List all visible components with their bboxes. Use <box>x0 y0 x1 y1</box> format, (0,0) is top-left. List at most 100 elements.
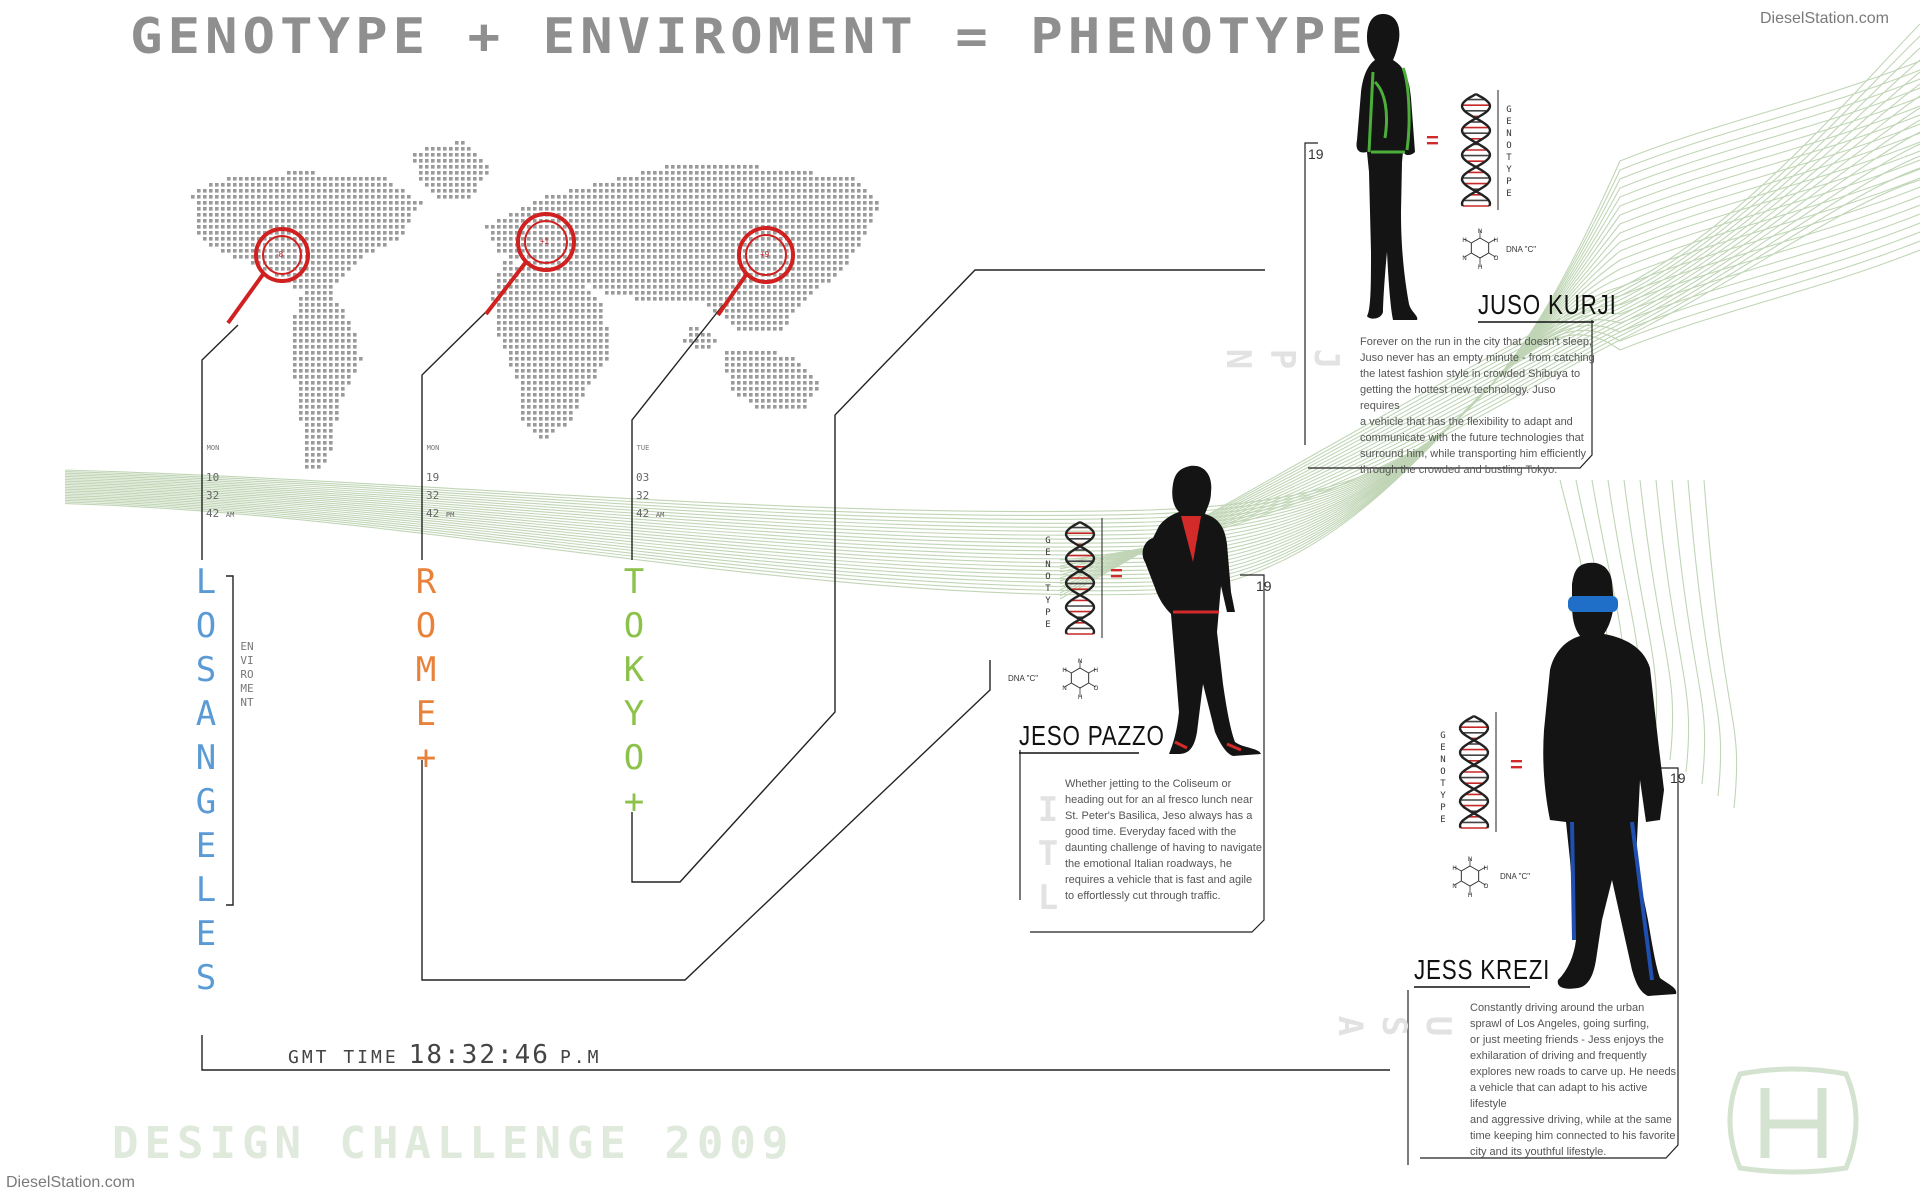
map-dot <box>305 441 309 445</box>
map-dot <box>311 411 315 415</box>
map-dot <box>599 267 603 271</box>
map-dot <box>293 363 297 367</box>
map-dot <box>647 261 651 265</box>
map-dot <box>743 291 747 295</box>
map-dot <box>209 237 213 241</box>
map-dot <box>449 165 453 169</box>
map-dot <box>611 279 615 283</box>
map-dot <box>677 267 681 271</box>
map-dot <box>737 267 741 271</box>
map-dot <box>827 273 831 277</box>
map-dot <box>569 375 573 379</box>
map-dot <box>557 321 561 325</box>
map-dot <box>809 387 813 391</box>
map-dot <box>569 351 573 355</box>
design-challenge-title: DESIGN CHALLENGE 2009 <box>112 1118 795 1169</box>
map-dot <box>821 231 825 235</box>
map-dot <box>749 165 753 169</box>
map-dot <box>521 321 525 325</box>
map-dot <box>521 411 525 415</box>
wave-line <box>1059 155 1920 567</box>
map-dot <box>755 267 759 271</box>
map-dot <box>605 237 609 241</box>
map-dot <box>623 231 627 235</box>
map-dot <box>305 225 309 229</box>
map-dot <box>743 363 747 367</box>
map-dot <box>377 243 381 247</box>
map-dot <box>809 225 813 229</box>
map-dot <box>335 249 339 253</box>
map-dot <box>257 195 261 199</box>
map-dot <box>737 351 741 355</box>
map-dot <box>569 387 573 391</box>
map-dot <box>773 375 777 379</box>
map-dot <box>485 165 489 169</box>
map-dot <box>323 291 327 295</box>
map-dot <box>761 297 765 301</box>
map-dot <box>311 423 315 427</box>
map-dot <box>809 219 813 223</box>
map-dot <box>443 159 447 163</box>
map-dot <box>509 237 513 241</box>
map-dot <box>563 333 567 337</box>
map-dot <box>329 207 333 211</box>
map-dot <box>767 261 771 265</box>
time-block-tokyo: TUE 03 32 42 AM <box>636 444 664 521</box>
map-dot <box>755 399 759 403</box>
map-dot <box>785 405 789 409</box>
map-dot <box>851 219 855 223</box>
map-dot <box>293 201 297 205</box>
map-dot <box>425 165 429 169</box>
map-dot <box>581 255 585 259</box>
map-dot <box>305 333 309 337</box>
map-dot <box>527 339 531 343</box>
map-dot <box>743 309 747 313</box>
map-dot <box>317 447 321 451</box>
map-dot <box>755 327 759 331</box>
map-dot <box>803 405 807 409</box>
map-dot <box>683 285 687 289</box>
map-dot <box>317 459 321 463</box>
map-dot <box>803 177 807 181</box>
map-dot <box>317 291 321 295</box>
map-dot <box>305 285 309 289</box>
map-dot <box>263 201 267 205</box>
map-dot <box>773 225 777 229</box>
map-dot <box>557 237 561 241</box>
map-dot <box>293 351 297 355</box>
map-dot <box>797 285 801 289</box>
map-dot <box>779 291 783 295</box>
map-dot <box>581 327 585 331</box>
map-dot <box>749 399 753 403</box>
map-dot <box>215 231 219 235</box>
map-dot <box>437 171 441 175</box>
map-dot <box>311 207 315 211</box>
equals-sign: = <box>1426 128 1439 153</box>
map-dot <box>287 195 291 199</box>
map-dot <box>791 309 795 313</box>
map-dot <box>755 351 759 355</box>
map-dot <box>347 339 351 343</box>
map-dot <box>545 351 549 355</box>
map-dot <box>761 255 765 259</box>
map-dot <box>359 225 363 229</box>
map-dot <box>521 249 525 253</box>
map-dot <box>581 363 585 367</box>
map-dot <box>719 285 723 289</box>
dna-helix-icon <box>1458 712 1497 832</box>
map-dot <box>587 381 591 385</box>
map-dot <box>695 213 699 217</box>
map-dot <box>791 357 795 361</box>
map-dot <box>233 183 237 187</box>
map-dot <box>857 237 861 241</box>
map-dot <box>665 195 669 199</box>
map-dot <box>659 219 663 223</box>
map-dot <box>623 177 627 181</box>
map-dot <box>587 333 591 337</box>
map-dot <box>569 285 573 289</box>
map-dot <box>539 327 543 331</box>
map-dot <box>509 363 513 367</box>
map-dot <box>683 231 687 235</box>
map-dot <box>515 309 519 313</box>
